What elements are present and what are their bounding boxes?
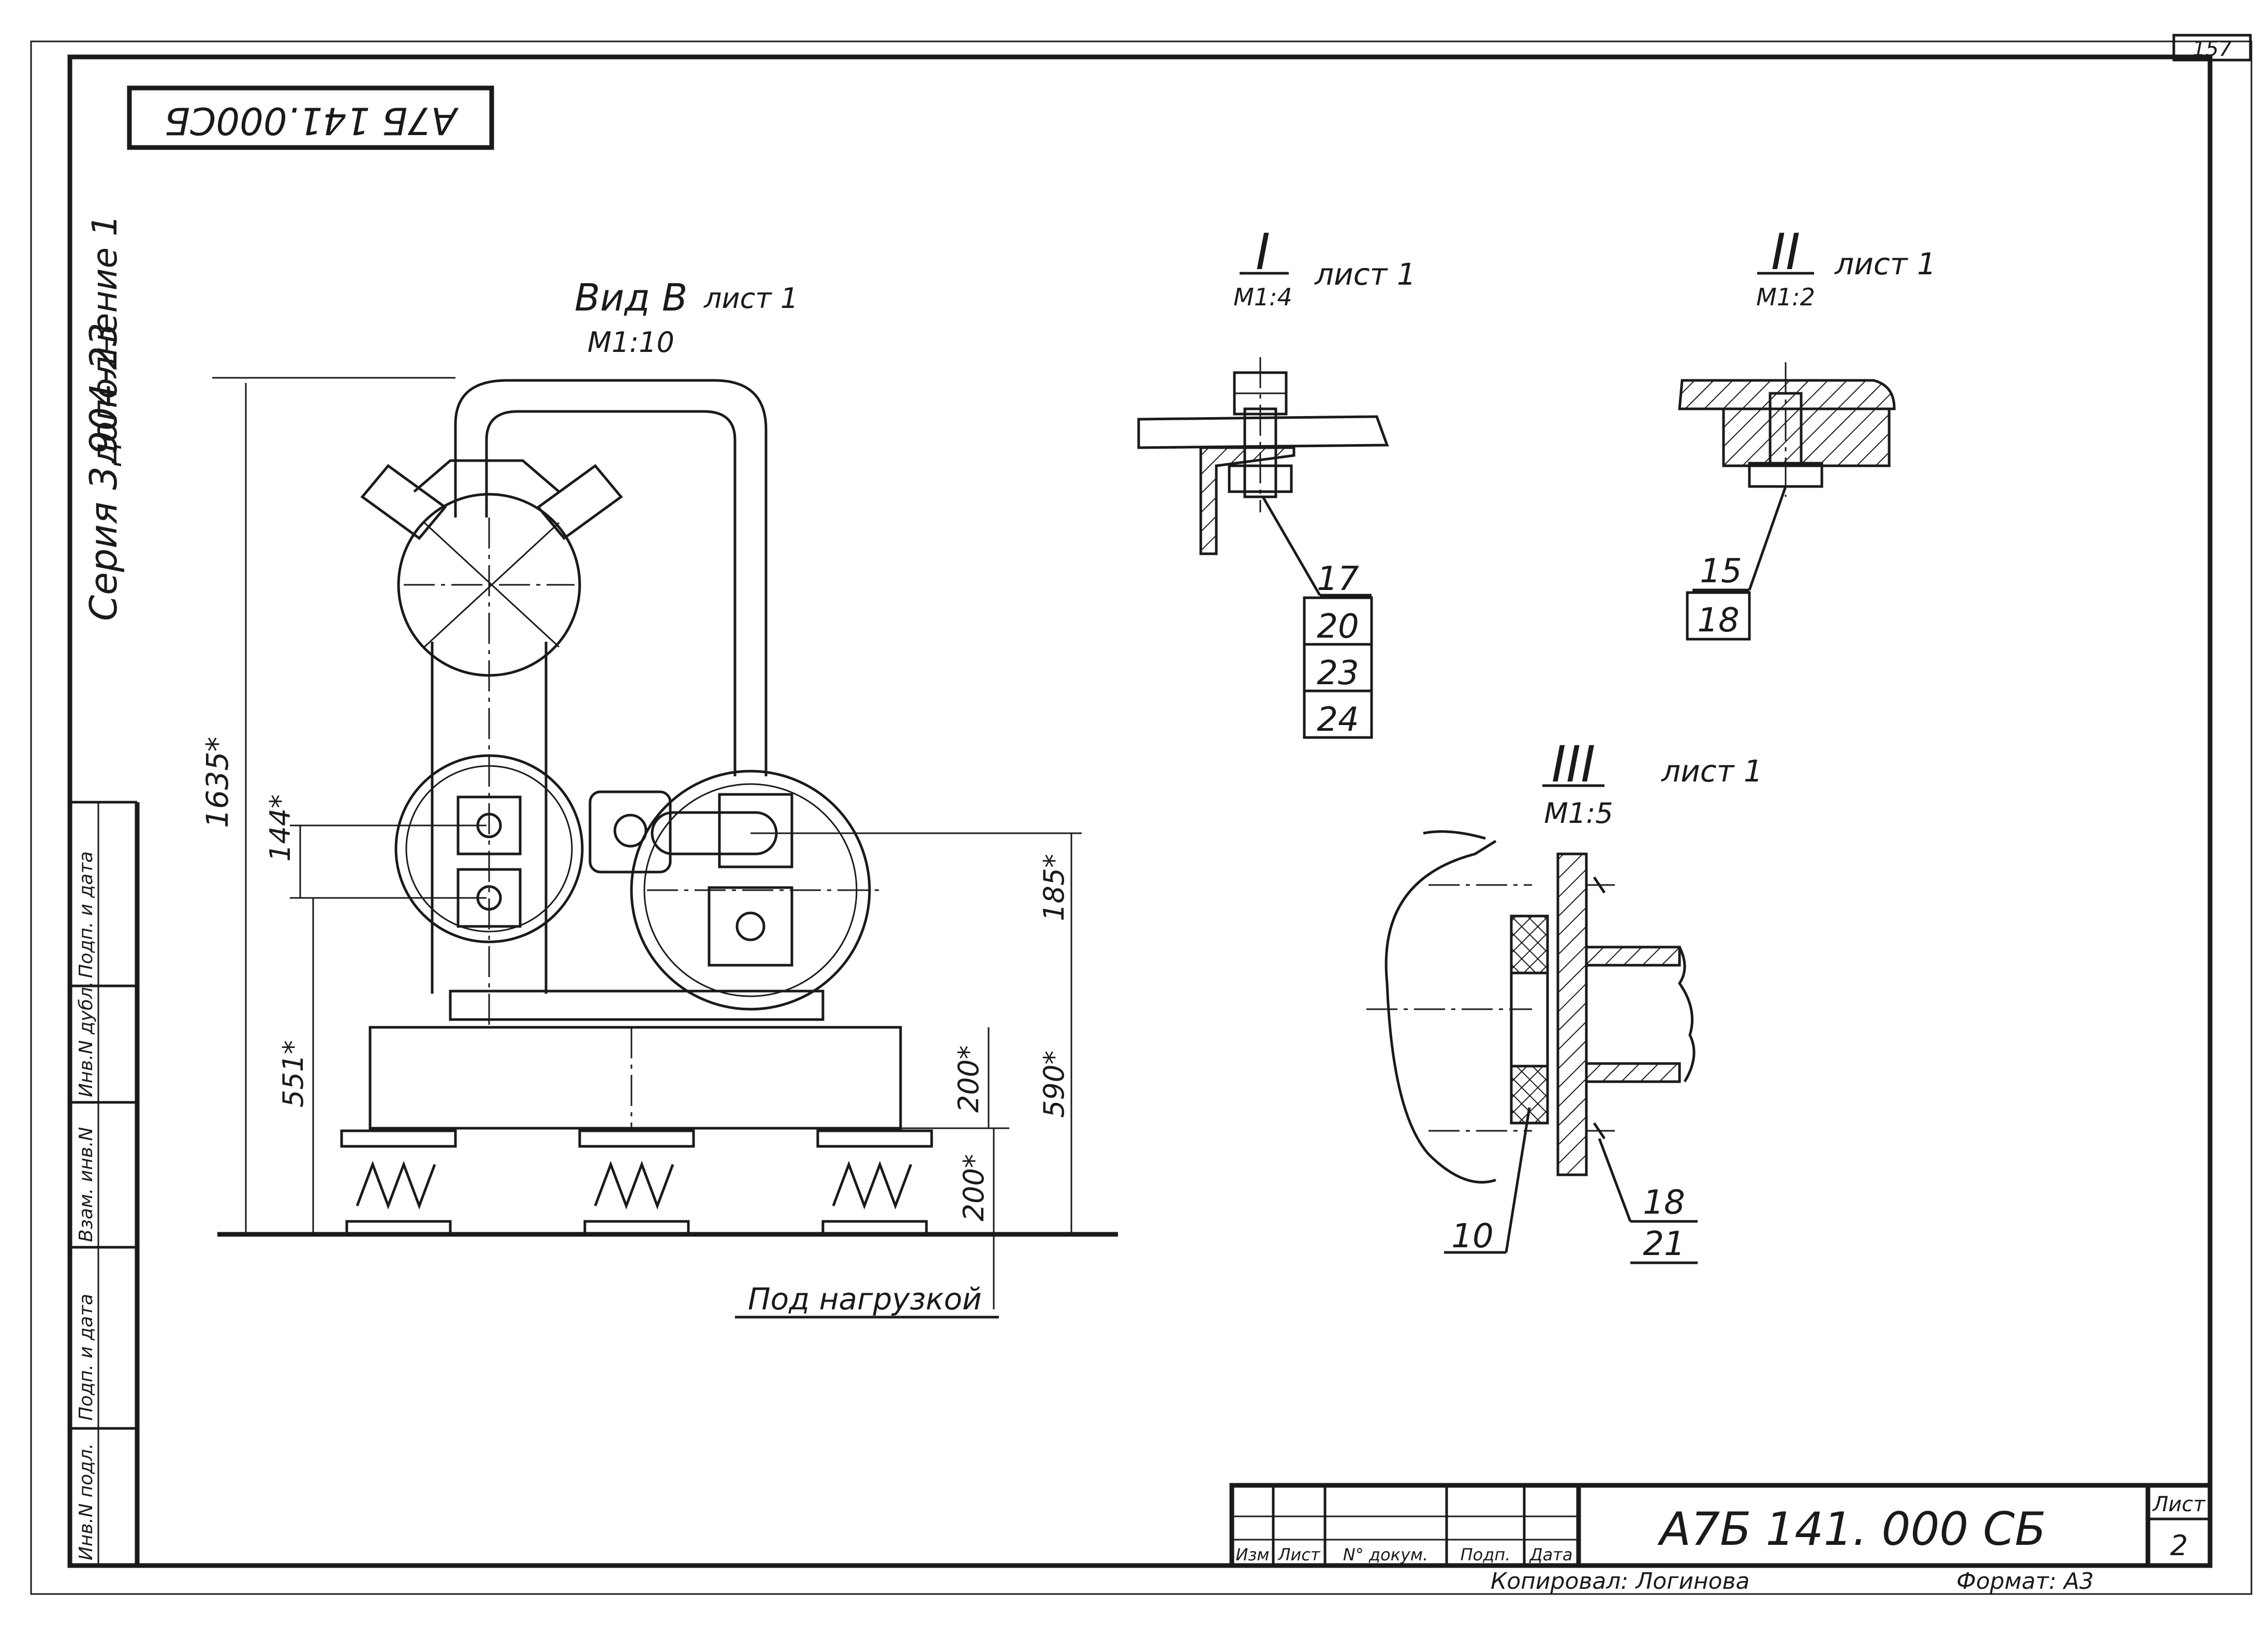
tb-header-izm: Изм — [1235, 1545, 1269, 1565]
detail-1-callout-17: 17 — [1317, 560, 1359, 598]
left-stamp-column: Подп. и дата Инв.N дубл. Взам. инв.N Под… — [67, 801, 140, 1566]
sheet-number: 157 — [2192, 37, 2232, 61]
series-text: Серия 3.904-23 — [82, 322, 125, 621]
detail-2-sheet-ref: лист 1 — [1834, 246, 1936, 282]
dim-590: 590* — [1038, 1051, 1070, 1118]
detail-2-scale: М1:2 — [1756, 283, 1815, 311]
sheet-number-box: 157 — [2172, 34, 2252, 62]
main-view: Вид В лист 1 М1:10 — [200, 276, 1118, 1319]
title-block: Изм Лист N° докум. Подп. Дата А7Б 141. 0… — [1229, 1483, 2213, 1595]
tb-copied-by: Копировал: Логинова — [1491, 1568, 1750, 1595]
stamp-label-5: Подп. и дата — [76, 851, 97, 978]
stamp-label-2: Подп. и дата — [76, 1294, 97, 1421]
detail-3: III М1:5 лист 1 18 21 10 — [1366, 735, 1763, 1264]
detail-3-callout-18: 18 — [1643, 1184, 1685, 1222]
stamp-label-3: Взам. инв.N — [76, 1127, 97, 1242]
addition-text: дополнение 1 — [85, 215, 125, 466]
detail-2-callout-18: 18 — [1697, 601, 1739, 640]
tb-designation: А7Б 141. 000 СБ — [1657, 1502, 2046, 1556]
detail-3-callout-21: 21 — [1643, 1225, 1685, 1263]
detail-3-scale: М1:5 — [1544, 797, 1613, 830]
tb-header-date: Дата — [1529, 1545, 1573, 1565]
detail-3-roman: III — [1552, 735, 1596, 793]
tb-sheet-label: Лист — [2152, 1493, 2206, 1516]
view-scale: М1:10 — [587, 326, 674, 359]
detail-3-callout-10: 10 — [1451, 1217, 1493, 1256]
dim-185: 185* — [1038, 854, 1070, 921]
spring-center — [578, 1129, 695, 1236]
detail-1-callout-23: 23 — [1317, 654, 1359, 692]
dim-1635: 1635* — [200, 736, 235, 828]
spring-left — [340, 1129, 457, 1236]
right-pulley — [630, 770, 871, 1011]
under-load-note: Под нагрузкой — [748, 1281, 982, 1317]
detail-1-callout-24: 24 — [1317, 701, 1359, 739]
dim-200-upper: 200* — [952, 1045, 985, 1113]
detail-2-roman: II — [1771, 223, 1801, 281]
stamp-label-4: Инв.N дубл. — [76, 981, 97, 1097]
view-title: Вид В — [575, 276, 687, 319]
left-pulley — [394, 754, 584, 943]
tb-header-sign: Подп. — [1461, 1545, 1511, 1565]
detail-3-sheet-ref: лист 1 — [1661, 754, 1763, 789]
tb-header-doc: N° докум. — [1343, 1545, 1428, 1565]
view-sheet-ref: лист 1 — [703, 282, 798, 315]
dim-551: 551* — [277, 1040, 310, 1108]
detail-1: I М1:4 лист 1 17 20 23 24 — [1137, 223, 1416, 739]
detail-2: II М1:2 лист 1 15 18 — [1678, 223, 1936, 641]
stamp-label-1: Инв.N подл. — [76, 1443, 97, 1560]
detail-1-scale: М1:4 — [1233, 283, 1292, 311]
detail-1-sheet-ref: лист 1 — [1314, 257, 1416, 292]
detail-1-roman: I — [1256, 223, 1270, 281]
doc-code-stamp: А7Б 141.000СБ — [127, 85, 494, 150]
tb-format: Формат: А3 — [1956, 1568, 2094, 1595]
frame-base — [369, 1026, 902, 1130]
doc-code-stamp-text: А7Б 141.000СБ — [165, 99, 459, 142]
detail-2-callout-15: 15 — [1700, 552, 1742, 591]
tb-sheet-value: 2 — [2170, 1529, 2188, 1562]
spring-right — [816, 1129, 933, 1236]
detail-1-callout-20: 20 — [1317, 608, 1359, 646]
dim-200-lower: 200* — [958, 1154, 990, 1221]
tb-header-list: Лист — [1277, 1545, 1320, 1565]
dim-144: 144* — [264, 794, 297, 862]
